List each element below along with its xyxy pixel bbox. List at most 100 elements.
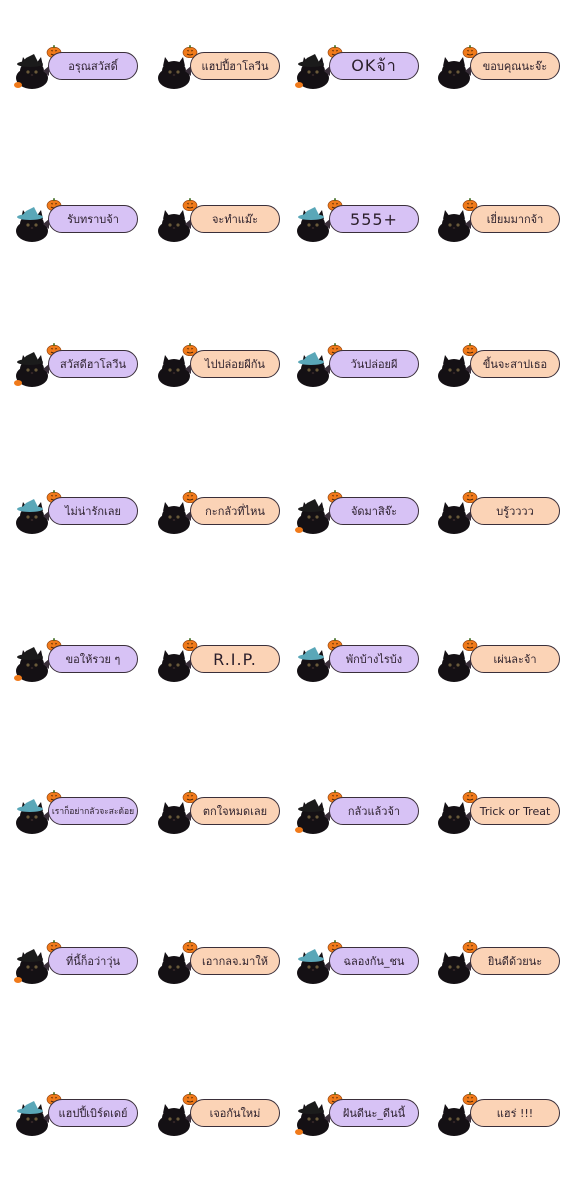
sticker-item[interactable]: เผ่นละจ้า [434, 638, 562, 685]
bubble-tail [43, 219, 49, 229]
speech-bubble: เยี่ยมมากจ้า [470, 205, 560, 233]
sticker-item[interactable]: จะทำแม๊ะ [154, 198, 284, 245]
black-cat-icon [438, 210, 470, 242]
black-cat-icon [158, 802, 190, 834]
sticker-item[interactable]: ไม่น่ารักเลย [12, 490, 142, 537]
speech-bubble: อรุณสวัสดิ์ [48, 52, 138, 80]
bubble-tail [43, 659, 49, 669]
sticker-item[interactable]: รับทราบจ้า [12, 198, 142, 245]
sticker-item[interactable]: แฮปปี้ฮาโลวีน [154, 45, 284, 92]
bubble-tail [185, 219, 191, 229]
bubble-tail [185, 1113, 191, 1123]
bubble-tail [465, 511, 471, 521]
speech-bubble: ยินดีด้วยนะ [470, 947, 560, 975]
sticker-item[interactable]: แฮร่ !!! [434, 1092, 562, 1139]
black-cat-icon [158, 952, 190, 984]
sticker-item[interactable]: วันปล่อยผี [293, 343, 423, 390]
speech-bubble: ที่นี้ก็อว่าวุ่น [48, 947, 138, 975]
black-cat-icon [438, 355, 470, 387]
bubble-tail [324, 659, 330, 669]
sticker-item[interactable]: ฉลองกัน_ชน [293, 940, 423, 987]
speech-bubble: สวัสดีฮาโลวีน [48, 350, 138, 378]
speech-bubble: พักบ้างไรบ้ง [329, 645, 419, 673]
sticker-item[interactable]: จัดมาสิจ๊ะ [293, 490, 423, 537]
black-cat-icon [14, 54, 48, 89]
speech-bubble: แฮร่ !!! [470, 1099, 560, 1127]
sticker-item[interactable]: บรู้วววว [434, 490, 562, 537]
sticker-item[interactable]: ตกใจหมดเลย [154, 790, 284, 837]
speech-bubble: จัดมาสิจ๊ะ [329, 497, 419, 525]
sticker-item[interactable]: กลัวแล้วจ้า [293, 790, 423, 837]
sticker-item[interactable]: สวัสดีฮาโลวีน [12, 343, 142, 390]
speech-bubble: Trick or Treat [470, 797, 560, 825]
black-cat-icon [438, 802, 470, 834]
sticker-item[interactable]: เยี่ยมมากจ้า [434, 198, 562, 245]
black-cat-icon [16, 1101, 48, 1136]
speech-bubble: บรู้วววว [470, 497, 560, 525]
bubble-tail [324, 1113, 330, 1123]
speech-bubble: เจอกันใหม่ [190, 1099, 280, 1127]
bubble-tail [43, 811, 49, 821]
bubble-tail [185, 811, 191, 821]
sticker-item[interactable]: ขี้นจะสาปเธอ [434, 343, 562, 390]
bubble-tail [43, 961, 49, 971]
sticker-item[interactable]: ขอให้รวย ๆ [12, 638, 142, 685]
speech-bubble: กลัวแล้วจ้า [329, 797, 419, 825]
speech-bubble: แฮปปี้ฮาโลวีน [190, 52, 280, 80]
black-cat-icon [14, 949, 48, 984]
sticker-item[interactable]: แฮปปี้เบิร์ดเดย์ [12, 1092, 142, 1139]
sticker-item[interactable]: 555+ [293, 198, 423, 245]
black-cat-icon [158, 1104, 190, 1136]
black-cat-icon [16, 499, 48, 534]
bubble-tail [43, 511, 49, 521]
speech-bubble: ฉลองกัน_ชน [329, 947, 419, 975]
sticker-item[interactable]: เอากลจ.มาให้ [154, 940, 284, 987]
sticker-item[interactable]: เราก็อย่ากลัวจะสะด้อย [12, 790, 142, 837]
black-cat-icon [158, 650, 190, 682]
black-cat-icon [438, 650, 470, 682]
speech-bubble: วันปล่อยผี [329, 350, 419, 378]
bubble-tail [465, 961, 471, 971]
black-cat-icon [16, 799, 48, 834]
speech-bubble: OKจ้า [329, 52, 419, 80]
black-cat-icon [295, 1101, 329, 1136]
sticker-item[interactable]: เจอกันใหม่ [154, 1092, 284, 1139]
speech-bubble: ขอบคุณนะจ๊ะ [470, 52, 560, 80]
speech-bubble: เอากลจ.มาให้ [190, 947, 280, 975]
sticker-item[interactable]: R.I.P. [154, 638, 284, 685]
black-cat-icon [14, 647, 48, 682]
bubble-tail [185, 961, 191, 971]
sticker-item[interactable]: พักบ้างไรบ้ง [293, 638, 423, 685]
sticker-item[interactable]: ไปปล่อยผีกัน [154, 343, 284, 390]
speech-bubble: R.I.P. [190, 645, 280, 673]
bubble-tail [324, 219, 330, 229]
bubble-tail [324, 364, 330, 374]
black-cat-icon [158, 57, 190, 89]
sticker-item[interactable]: Trick or Treat [434, 790, 562, 837]
speech-bubble: จะทำแม๊ะ [190, 205, 280, 233]
speech-bubble: แฮปปี้เบิร์ดเดย์ [48, 1099, 138, 1127]
bubble-tail [185, 659, 191, 669]
sticker-item[interactable]: อรุณสวัสดิ์ [12, 45, 142, 92]
sticker-item[interactable]: ขอบคุณนะจ๊ะ [434, 45, 562, 92]
speech-bubble: เผ่นละจ้า [470, 645, 560, 673]
bubble-tail [465, 364, 471, 374]
sticker-item[interactable]: ยินดีด้วยนะ [434, 940, 562, 987]
sticker-item[interactable]: OKจ้า [293, 45, 423, 92]
black-cat-icon [297, 949, 329, 984]
black-cat-icon [297, 647, 329, 682]
black-cat-icon [158, 502, 190, 534]
bubble-tail [465, 659, 471, 669]
sticker-item[interactable]: กะกลัวที่ไหน [154, 490, 284, 537]
speech-bubble: ตกใจหมดเลย [190, 797, 280, 825]
bubble-tail [324, 961, 330, 971]
bubble-tail [324, 66, 330, 76]
sticker-item[interactable]: ที่นี้ก็อว่าวุ่น [12, 940, 142, 987]
sticker-item[interactable]: ฝันดีนะ_ดีนนี้ [293, 1092, 423, 1139]
speech-bubble: กะกลัวที่ไหน [190, 497, 280, 525]
black-cat-icon [297, 352, 329, 387]
black-cat-icon [16, 207, 48, 242]
speech-bubble: รับทราบจ้า [48, 205, 138, 233]
bubble-tail [465, 811, 471, 821]
